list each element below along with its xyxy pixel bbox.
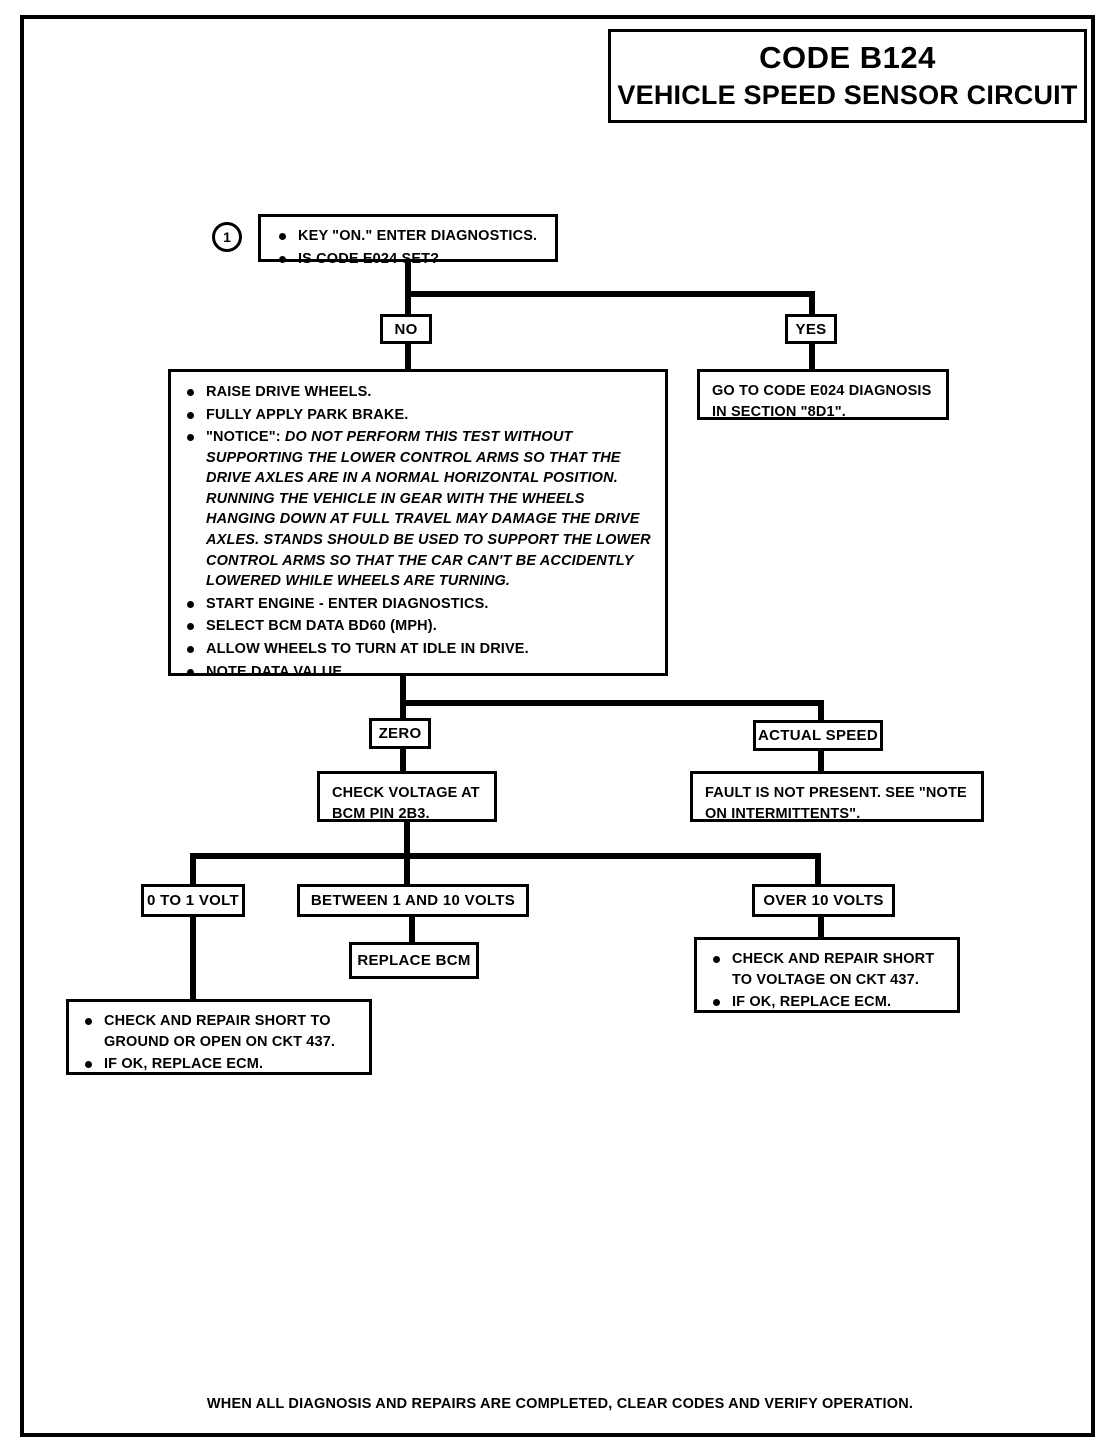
page-title: CODE B124: [759, 40, 936, 76]
connector-low-to-box: [190, 916, 196, 1000]
connector-bus-1: [405, 291, 815, 297]
connector-mid-to-box: [409, 916, 415, 944]
check-voltage-line: CHECK VOLTAGE AT: [332, 785, 480, 801]
check-voltage-line: BCM PIN 2B3.: [332, 806, 430, 823]
connector-actual-to-box: [818, 750, 824, 773]
branch-label-between-1-and-10-volts: BETWEEN 1 AND 10 VOLTS: [297, 884, 529, 917]
page-subtitle: VEHICLE SPEED SENSOR CIRCUIT: [617, 79, 1078, 110]
notice-label: "NOTICE":: [206, 429, 281, 446]
fault-line: FAULT IS NOT PRESENT. SEE "NOTE: [705, 785, 967, 801]
branch-label-over-10-volts: OVER 10 VOLTS: [752, 884, 895, 917]
connector-checkvoltage-down: [404, 822, 410, 858]
branch-label-0-to-1-volt: 0 TO 1 VOLT: [141, 884, 245, 917]
replace-bcm-box: REPLACE BCM: [349, 942, 479, 979]
connector-main-down: [400, 676, 406, 708]
yes-action-line: IN SECTION "8D1".: [712, 404, 846, 421]
short-to-ground-box: CHECK AND REPAIR SHORT TO GROUND OR OPEN…: [66, 999, 372, 1075]
instruction-item: FULLY APPLY PARK BRAKE.: [181, 405, 651, 426]
instruction-item: SELECT BCM DATA BD60 (MPH).: [181, 616, 651, 637]
connector-mid-down: [404, 853, 410, 884]
connector-no-down: [405, 291, 411, 316]
branch-label-no: NO: [380, 314, 432, 344]
branch-label-zero: ZERO: [369, 718, 431, 749]
connector-yes-to-box: [809, 343, 815, 371]
connector-zero-to-box: [400, 748, 406, 773]
connector-bus-2: [400, 700, 824, 706]
connector-no-to-box: [405, 343, 411, 371]
branch-label-actual-speed: ACTUAL SPEED: [753, 720, 883, 751]
fault-line: ON INTERMITTENTS".: [705, 806, 861, 823]
instruction-item: ALLOW WHEELS TO TURN AT IDLE IN DRIVE.: [181, 639, 651, 660]
connector-high-down: [815, 853, 821, 884]
repair-line: CHECK AND REPAIR SHORT TO: [104, 1013, 331, 1029]
connector-bus-3: [190, 853, 821, 859]
connector-yes-down: [809, 291, 815, 316]
short-to-voltage-box: CHECK AND REPAIR SHORT TO VOLTAGE ON CKT…: [694, 937, 960, 1013]
check-voltage-box: CHECK VOLTAGE AT BCM PIN 2B3.: [317, 771, 497, 822]
connector-step1-down: [405, 262, 411, 294]
notice-text: DO NOT PERFORM THIS TEST WITHOUT SUPPORT…: [206, 429, 651, 590]
page-border: [20, 15, 1095, 1437]
step1-item: IS CODE E024 SET?: [273, 249, 543, 270]
instruction-notice-item: "NOTICE": DO NOT PERFORM THIS TEST WITHO…: [181, 427, 651, 592]
header-title-block: CODE B124 VEHICLE SPEED SENSOR CIRCUIT: [608, 29, 1087, 123]
instruction-item: NOTE DATA VALUE.: [181, 662, 651, 683]
yes-action-line: GO TO CODE E024 DIAGNOSIS: [712, 383, 932, 399]
repair-line: CHECK AND REPAIR SHORT: [732, 951, 935, 967]
step1-item: KEY "ON." ENTER DIAGNOSTICS.: [273, 226, 543, 247]
connector-low-down: [190, 853, 196, 884]
repair-line: TO VOLTAGE ON CKT 437.: [732, 971, 919, 988]
connector-zero-down: [400, 700, 406, 720]
repair-item: CHECK AND REPAIR SHORT TO VOLTAGE ON CKT…: [707, 949, 947, 990]
step1-box: KEY "ON." ENTER DIAGNOSTICS. IS CODE E02…: [258, 214, 558, 267]
main-instruction-box: RAISE DRIVE WHEELS. FULLY APPLY PARK BRA…: [168, 369, 668, 680]
instruction-item: START ENGINE - ENTER DIAGNOSTICS.: [181, 594, 651, 615]
connector-high-to-box: [818, 916, 824, 940]
repair-item: CHECK AND REPAIR SHORT TO GROUND OR OPEN…: [79, 1011, 359, 1052]
repair-item: IF OK, REPLACE ECM.: [79, 1054, 359, 1075]
footer-note: WHEN ALL DIAGNOSIS AND REPAIRS ARE COMPL…: [206, 1396, 914, 1412]
repair-line: GROUND OR OPEN ON CKT 437.: [104, 1033, 336, 1050]
yes-action-box: GO TO CODE E024 DIAGNOSIS IN SECTION "8D…: [697, 369, 949, 420]
branch-label-yes: YES: [785, 314, 837, 344]
repair-item: IF OK, REPLACE ECM.: [707, 992, 947, 1013]
connector-actual-down: [818, 700, 824, 720]
instruction-item: RAISE DRIVE WHEELS.: [181, 382, 651, 403]
step-marker-1: 1: [212, 222, 242, 252]
fault-not-present-box: FAULT IS NOT PRESENT. SEE "NOTE ON INTER…: [690, 771, 984, 822]
